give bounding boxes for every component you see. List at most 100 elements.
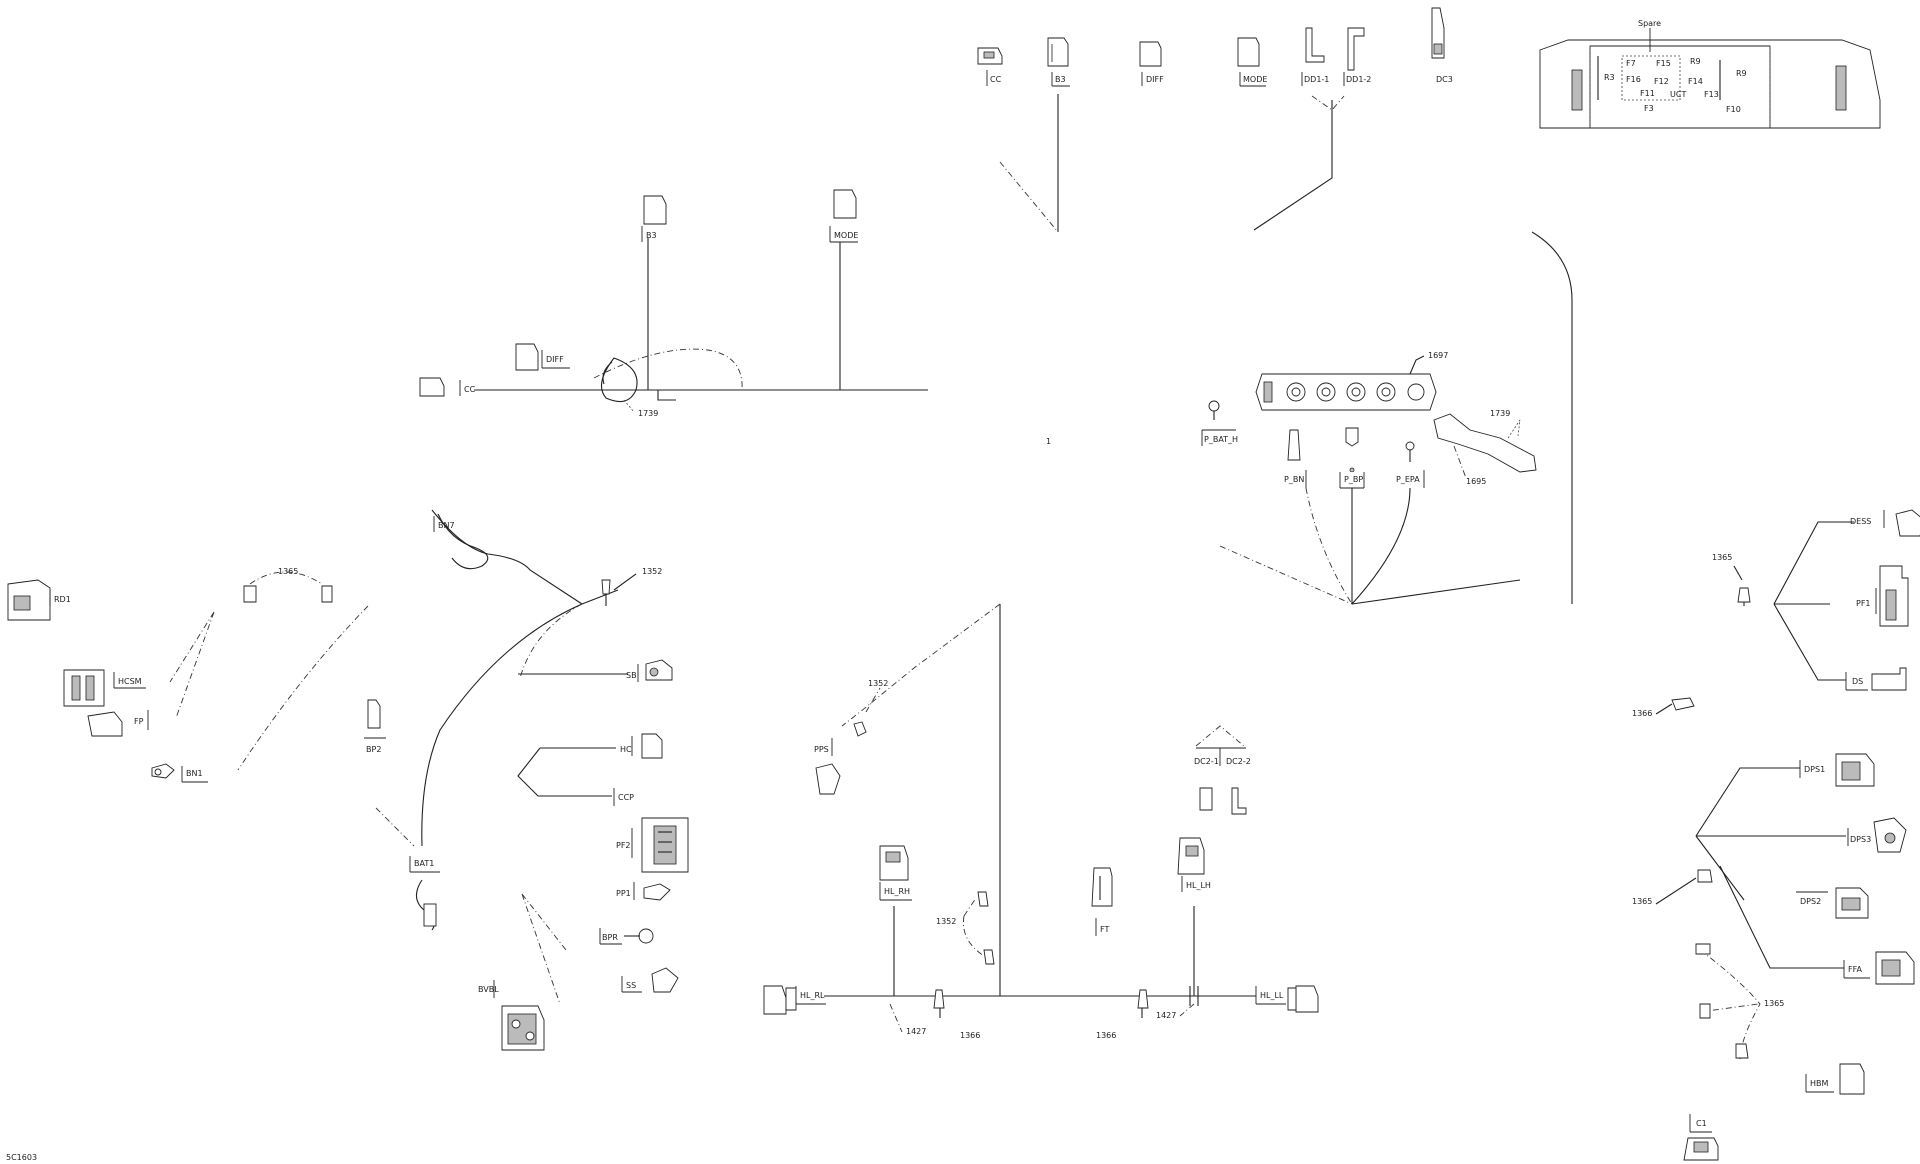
connector-pps[interactable]: PPS xyxy=(814,738,841,795)
connector-dd1-2[interactable]: DD1-2 xyxy=(1343,27,1371,86)
label-hl-rh: HL_RH xyxy=(884,887,910,896)
connector-bn7[interactable]: BN7 xyxy=(433,513,489,570)
bulb-1366-front-a[interactable]: 1366 xyxy=(933,989,980,1040)
label-mode: MODE xyxy=(834,231,858,240)
ref-1352-front-a: 1352 xyxy=(868,679,888,688)
clip-1352-front-a[interactable]: 1352 xyxy=(853,679,888,737)
label-mode-top: MODE xyxy=(1243,75,1267,84)
label-hl-ll: HL_LL xyxy=(1260,991,1284,1000)
module-hcsm[interactable]: HCSM xyxy=(63,669,146,707)
post-epa[interactable]: P_EPA xyxy=(1396,441,1425,488)
connector-dc2[interactable]: DC2-1 DC2-2 xyxy=(1194,725,1251,815)
fuse-spare-label: Spare xyxy=(1638,19,1661,28)
clip-1365-right-a[interactable]: 1365 xyxy=(1712,553,1751,606)
label-dess: DESS xyxy=(1850,517,1871,526)
ref-1739-console: 1739 xyxy=(638,409,658,418)
battery-cable-assembly[interactable]: 1739 1695 xyxy=(1433,409,1537,486)
main-harness: 1 xyxy=(1046,231,1573,604)
connector-c1[interactable]: C1 xyxy=(1683,1114,1719,1161)
headlight-hl-rl[interactable]: HL_RL xyxy=(763,985,826,1015)
headlight-hl-rh[interactable]: HL_RH xyxy=(879,845,912,901)
ref-1352-front-b: 1352 xyxy=(936,917,956,926)
connector-ds[interactable]: DS xyxy=(1845,667,1907,691)
label-b3: B3 xyxy=(646,231,657,240)
sensor-ss[interactable]: SS xyxy=(621,967,679,993)
label-cc: CC xyxy=(464,385,476,394)
connector-mode[interactable]: MODE xyxy=(829,189,860,243)
sensor-dps2[interactable]: DPS2 xyxy=(1796,887,1869,919)
label-p-bp: P_BP xyxy=(1344,475,1363,484)
clip-1352-left[interactable]: 1352 xyxy=(601,567,662,606)
fuse-cell-f10: F10 xyxy=(1726,105,1741,114)
ref-1697: 1697 xyxy=(1428,351,1448,360)
clip-1352-front-b[interactable]: 1352 xyxy=(936,891,995,965)
label-diff: DIFF xyxy=(546,355,564,364)
connector-dd1-1[interactable]: DD1-1 xyxy=(1301,27,1329,86)
terminal-block[interactable]: 1697 xyxy=(1255,351,1448,411)
ref-1365-right-c: 1365 xyxy=(1764,999,1784,1008)
label-b3-top: B3 xyxy=(1055,75,1066,84)
connector-b3[interactable]: B3 xyxy=(641,195,667,242)
label-bvbl: BVBL xyxy=(478,985,499,994)
connector-mode-top[interactable]: MODE xyxy=(1237,37,1267,87)
connector-hc[interactable]: HC xyxy=(620,733,663,759)
connector-dc3[interactable]: DC3 xyxy=(1431,7,1453,84)
headlight-hl-lh[interactable]: HL_LH xyxy=(1177,837,1211,892)
connector-fp[interactable]: FP xyxy=(87,710,149,737)
relay-rd1[interactable]: RD1 xyxy=(7,579,71,621)
label-dd1-2: DD1-2 xyxy=(1346,75,1371,84)
headlight-hl-ll[interactable]: HL_LL xyxy=(1255,985,1319,1013)
connector-cc-top[interactable]: CC xyxy=(977,47,1003,86)
fuse-cell-f16: F16 xyxy=(1626,75,1641,84)
post-batt-h[interactable]: P_BAT_H xyxy=(1201,400,1238,446)
connector-pp1[interactable]: PP1 xyxy=(616,882,671,901)
label-p-bn: P_BN xyxy=(1284,475,1304,484)
connector-diff[interactable]: DIFF xyxy=(515,343,570,371)
connector-pf2[interactable]: PF2 xyxy=(616,817,689,873)
connector-pf1[interactable]: PF1 xyxy=(1856,565,1909,627)
battery-bat1[interactable]: BAT1 xyxy=(409,856,440,931)
fuse-box[interactable]: Spare F7 F15 R9 R3 F16 F12 F14 R9 F11 UC… xyxy=(1539,19,1881,129)
label-c1: C1 xyxy=(1696,1119,1707,1128)
bulb-1366-front-b[interactable]: 1366 xyxy=(1096,989,1149,1040)
ref-1695: 1695 xyxy=(1466,477,1486,486)
ref-1427-front-a: 1427 xyxy=(906,1027,926,1036)
left-harness-lines xyxy=(169,509,628,1005)
post-bn[interactable]: P_BN xyxy=(1284,429,1307,488)
connector-diff-top[interactable]: DIFF xyxy=(1139,41,1164,86)
label-p-batt-h: P_BAT_H xyxy=(1204,435,1238,444)
clip-1365-left[interactable]: 1365 xyxy=(243,567,333,603)
label-ffa: FFA xyxy=(1848,965,1862,974)
bulb-1366-right[interactable]: 1366 xyxy=(1632,697,1695,718)
clip-1739-console[interactable]: 1739 xyxy=(600,357,659,418)
connector-b3-top[interactable]: B3 xyxy=(1047,37,1070,87)
label-dc3: DC3 xyxy=(1436,75,1453,84)
connector-ft[interactable]: FT xyxy=(1091,867,1113,936)
label-cc-top: CC xyxy=(990,75,1002,84)
post-bp[interactable]: P_BP xyxy=(1339,427,1365,489)
connector-cc[interactable]: CC xyxy=(419,377,476,397)
valve-bvbl[interactable]: BVBL xyxy=(478,980,545,1051)
connector-bn1[interactable]: BN1 xyxy=(151,763,208,783)
label-ds: DS xyxy=(1852,677,1863,686)
sensor-dps3[interactable]: DPS3 xyxy=(1847,817,1907,853)
sensor-dps1[interactable]: DPS1 xyxy=(1799,753,1875,787)
ref-1427-front-b: 1427 xyxy=(1156,1011,1176,1020)
fuse-cell-f15: F15 xyxy=(1656,59,1671,68)
ref-1365-right-b: 1365 xyxy=(1632,897,1652,906)
switch-bpr[interactable]: BPR xyxy=(599,928,654,945)
fuse-cell-f13: F13 xyxy=(1704,90,1719,99)
fuse-cell-f14: F14 xyxy=(1688,77,1703,86)
switch-dess[interactable]: DESS xyxy=(1850,509,1920,537)
clip-1365-right-b[interactable]: 1365 xyxy=(1632,869,1713,906)
label-pf2: PF2 xyxy=(616,841,631,850)
label-bn1: BN1 xyxy=(186,769,203,778)
connector-sb[interactable]: SB xyxy=(626,659,673,682)
connector-ffa[interactable]: FFA xyxy=(1843,951,1915,985)
connector-bp2[interactable]: BP2 xyxy=(364,699,386,754)
module-hbm[interactable]: HBM xyxy=(1805,1063,1865,1095)
clip-1365-right-c[interactable]: 1365 xyxy=(1695,943,1784,1059)
console-branch: B3 MODE DIFF CC 1739 xyxy=(419,189,928,418)
fuse-cell-f3: F3 xyxy=(1644,104,1654,113)
label-hl-rl: HL_RL xyxy=(800,991,825,1000)
